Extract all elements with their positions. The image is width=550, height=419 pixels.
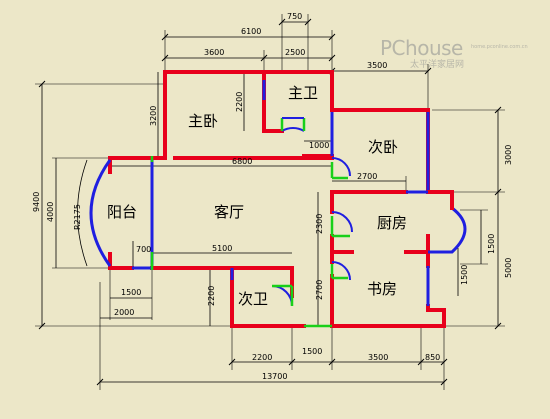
dim-left-9400: 9400 — [32, 192, 41, 212]
watermark-domain: home.pconline.com.cn — [471, 44, 528, 50]
watermark-sub: 太平洋家居网 — [410, 58, 464, 70]
dim-top-2500: 2500 — [285, 48, 305, 57]
dim-left-4000: 4000 — [46, 202, 55, 222]
dim-right-5000: 5000 — [504, 258, 513, 278]
room-balcony: 阳台 — [107, 203, 137, 221]
dim-top-3600: 3600 — [204, 48, 224, 57]
dim-top-750: 750 — [287, 12, 302, 21]
dim-bot-2200: 2200 — [252, 353, 272, 362]
dim-bal-1500: 1500 — [121, 288, 141, 297]
dim-bath-1000: 1000 — [309, 141, 329, 150]
dim-total-13700: 13700 — [262, 372, 287, 381]
dim-sb2-2200v: 2200 — [207, 286, 216, 306]
dim-bot-850: 850 — [425, 353, 440, 362]
dim-right-3000: 3000 — [504, 145, 513, 165]
dim-left-3200: 3200 — [149, 106, 158, 126]
bays — [89, 159, 467, 267]
watermark: PChouse 太平洋家居网 home.pconline.com.cn — [380, 36, 528, 70]
dimension-lines — [35, 14, 505, 390]
dim-top-6100: 6100 — [241, 27, 261, 36]
room-second-bedroom: 次卧 — [368, 138, 398, 156]
room-living: 客厅 — [214, 203, 244, 221]
dim-bot-2000: 2000 — [114, 308, 134, 317]
dim-top-3500: 3500 — [367, 61, 387, 70]
room-kitchen: 厨房 — [377, 214, 407, 232]
doors — [150, 117, 353, 328]
dim-bot-1500: 1500 — [302, 347, 322, 356]
dim-lr-6800: 6800 — [232, 157, 252, 166]
dim-bal-700: 700 — [136, 245, 151, 254]
dim-left-r2175: R2175 — [73, 204, 82, 230]
room-master-bedroom: 主卧 — [188, 112, 218, 130]
dim-right-1500a: 1500 — [487, 234, 496, 254]
dim-mid-2300: 2300 — [315, 214, 324, 234]
dim-sb-2700: 2700 — [357, 172, 377, 181]
watermark-brand: PChouse — [380, 36, 463, 60]
room-study: 书房 — [367, 280, 397, 298]
room-master-bath: 主卫 — [288, 84, 318, 102]
dim-lr-5100: 5100 — [212, 244, 232, 253]
windows — [132, 80, 430, 306]
dimension-labels: 750 6100 3600 2500 3500 9400 3200 4000 R… — [32, 12, 513, 381]
dim-right-1500b: 1500 — [460, 265, 469, 285]
dim-mb-2200: 2200 — [235, 92, 244, 112]
room-second-bath: 次卫 — [238, 290, 268, 308]
dim-mid-2700: 2700 — [315, 280, 324, 300]
dim-bot-3500: 3500 — [368, 353, 388, 362]
room-labels: 主卧 主卫 次卧 阳台 客厅 厨房 次卫 书房 — [107, 84, 407, 308]
